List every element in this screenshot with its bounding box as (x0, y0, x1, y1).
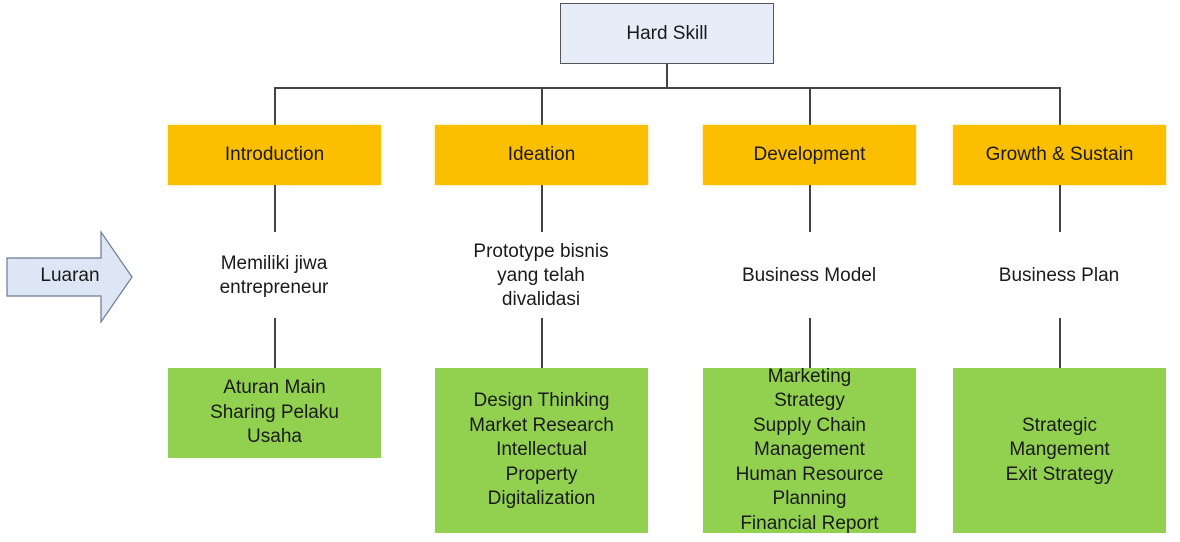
output-line: Business Plan (998, 265, 1120, 286)
output-text: Prototype bisnis yang telah divalidasi (421, 236, 661, 316)
phase-label: Ideation (507, 144, 576, 165)
output-connector-top (809, 185, 811, 232)
item-line: Market Research (469, 414, 614, 436)
output-line: Memiliki jiwa (220, 253, 328, 274)
output-line: Prototype bisnis (473, 241, 609, 262)
output-line: Business Model (741, 265, 877, 286)
output-line: divalidasi (501, 289, 581, 310)
luaran-arrow-icon (6, 230, 133, 324)
output-line: yang telah (497, 265, 585, 286)
phase-label: Development (753, 144, 866, 165)
output-connector-top (274, 185, 276, 232)
item-line: Planning (772, 488, 847, 510)
item-line: Marketing (767, 365, 852, 387)
luaran-label: Luaran (40, 265, 100, 286)
item-line: Financial Report (740, 512, 879, 534)
output-connector-bottom (1059, 318, 1061, 368)
phase-connector (541, 87, 543, 125)
output-connector-bottom (541, 318, 543, 368)
phase-connector (274, 87, 276, 125)
horizontal-connector (274, 87, 1061, 89)
output-text: Business Plan (939, 236, 1179, 316)
root-node-hard-skill: Hard Skill (560, 3, 774, 64)
output-line: entrepreneur (219, 277, 329, 298)
item-line: Design Thinking (473, 390, 610, 412)
item-line: Mangement (1009, 439, 1110, 461)
phase-connector (809, 87, 811, 125)
item-line: Digitalization (487, 488, 596, 510)
item-line: Intellectual (496, 439, 587, 461)
phase-label: Introduction (224, 144, 325, 165)
item-line: Aturan Main (223, 377, 326, 399)
phase-node: Ideation (435, 125, 648, 185)
phase-label: Growth & Sustain (985, 144, 1134, 165)
output-connector-top (541, 185, 543, 232)
item-line: Supply Chain (752, 414, 867, 436)
phase-node: Development (703, 125, 916, 185)
output-connector-bottom (274, 318, 276, 368)
output-text: Business Model (689, 236, 929, 316)
output-connector-bottom (809, 318, 811, 368)
item-line: Sharing Pelaku (210, 401, 339, 423)
phase-connector (1059, 87, 1061, 125)
item-line: Strategic (1022, 414, 1097, 436)
item-line: Management (754, 439, 865, 461)
item-line: Human Resource (735, 463, 884, 485)
root-connector (666, 64, 668, 88)
output-text: Memiliki jiwa entrepreneur (154, 236, 394, 316)
phase-node: Introduction (168, 125, 381, 185)
item-line: Strategy (774, 390, 845, 412)
item-line: Exit Strategy (1005, 463, 1114, 485)
phase-node: Growth & Sustain (953, 125, 1166, 185)
item-line: Usaha (247, 426, 302, 448)
output-connector-top (1059, 185, 1061, 232)
item-line: Property (505, 463, 578, 485)
root-label: Hard Skill (626, 22, 708, 44)
